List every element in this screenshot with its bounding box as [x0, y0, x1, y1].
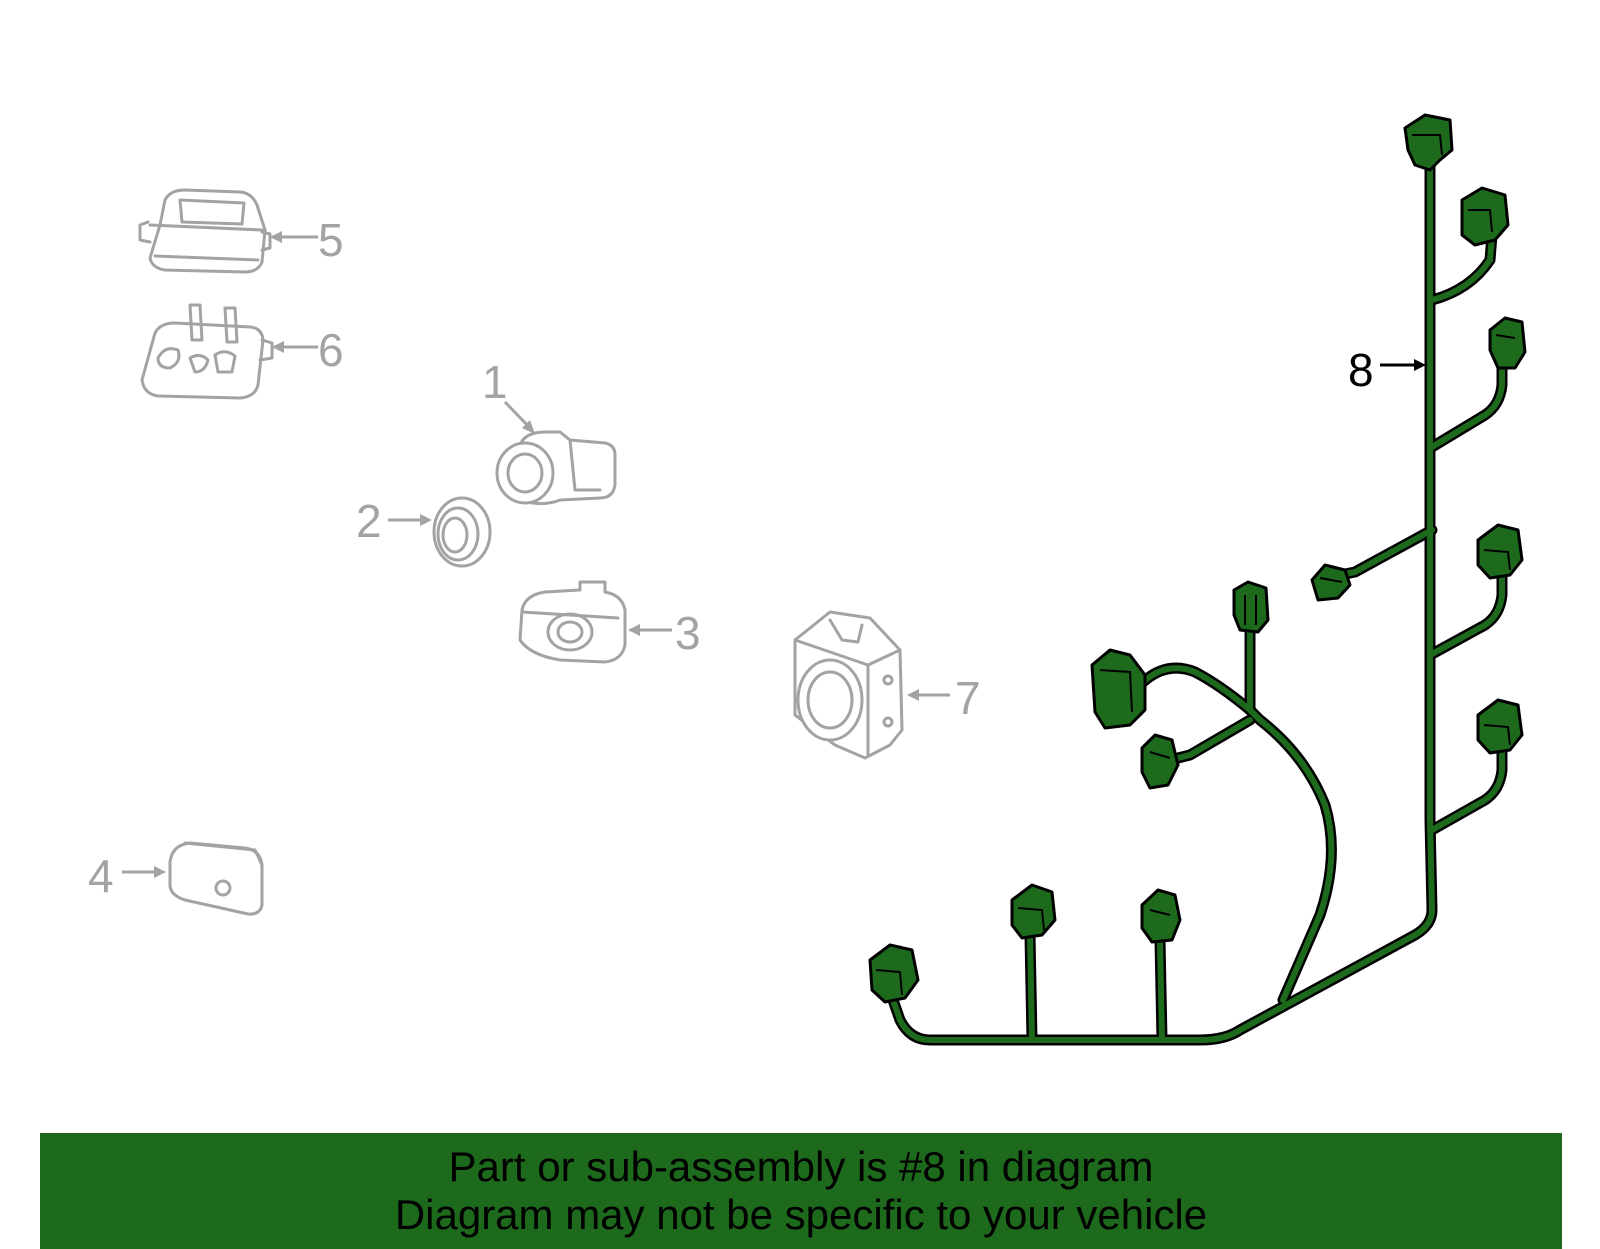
harness-wires	[887, 159, 1508, 1046]
callout-1: 1	[482, 356, 508, 408]
part-2-ring	[432, 496, 492, 568]
callout-8: 8	[1348, 344, 1374, 396]
banner-line-2: Diagram may not be specific to your vehi…	[394, 1191, 1208, 1238]
callout-3: 3	[675, 607, 701, 659]
harness-connectors	[868, 113, 1527, 1004]
callout-2: 2	[356, 495, 382, 547]
part-3-housing	[518, 580, 627, 664]
callout-5: 5	[318, 214, 344, 266]
part-6-bracket	[140, 303, 274, 400]
part-5-cover	[138, 188, 272, 274]
notice-banner: Part or sub-assembly is #8 in diagram Di…	[40, 1133, 1562, 1249]
part-1-sensor	[495, 430, 617, 506]
part-4-module	[168, 841, 264, 916]
callout-7: 7	[955, 672, 981, 724]
part-7-speaker	[793, 610, 904, 760]
part-8-wiring-harness	[868, 113, 1527, 1046]
callout-4: 4	[88, 850, 114, 902]
banner-line-1: Part or sub-assembly is #8 in diagram	[448, 1143, 1154, 1190]
callout-6: 6	[318, 324, 344, 376]
